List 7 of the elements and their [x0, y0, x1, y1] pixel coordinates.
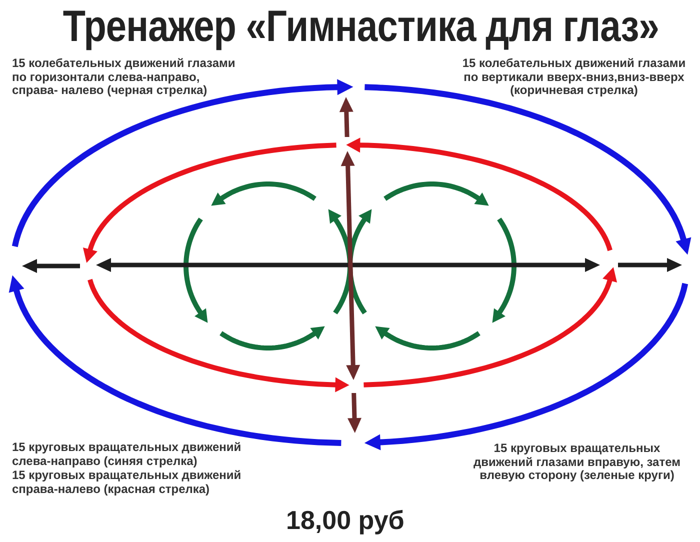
note-text: 15 круговых вращательных движений глазами вправую, затем влевую сторону (зеленые круги) [472, 442, 682, 482]
title: Тренажер «Гимнастика для глаз» [62, 3, 659, 51]
note-text: 15 круговых вращательных движений справа-налево (красная стрелка) [12, 469, 242, 496]
note-text: 15 колебательных движений глазами по горизонтали слева-направо, справа- налево (черная стрелка) [12, 57, 236, 98]
note-text: 15 колебательных движений глазами по вертикали вверх-вниз,вниз-вверх (коричневая стрелка) [461, 57, 687, 98]
note-text: 15 круговых вращательных движений слева-направо (синяя стрелка) [12, 441, 242, 468]
price-text: 18,00 руб [286, 505, 404, 535]
